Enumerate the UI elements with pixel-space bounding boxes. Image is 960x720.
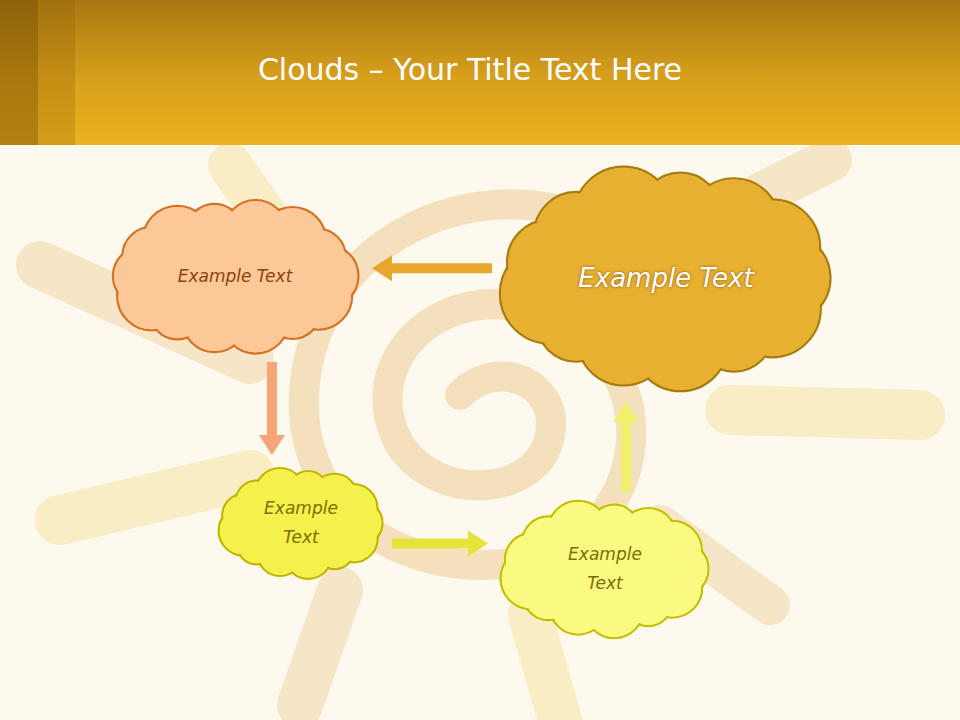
slide-title: Clouds – Your Title Text Here [0,52,940,87]
cloud-text: Example Text [578,256,753,300]
flow-arrow [621,418,631,492]
flow-arrow [392,538,472,548]
cloud-node: Example Text [218,467,384,579]
cloud-shape [218,467,384,579]
header-stripe [0,0,38,145]
flow-arrow [388,263,492,273]
cloud-node: Example Text [500,166,832,390]
cloud-node: Example Text [110,198,360,354]
flow-arrow [267,362,277,439]
cloud-node: Example Text [500,500,710,638]
cloud-text: Example Text [563,540,648,598]
header-stripe [38,0,75,145]
cloud-shape [500,500,710,638]
cloud-text: Example Text [178,262,293,291]
title-text: Clouds – Your Title Text Here [258,52,682,87]
cloud-text: Example Text [259,494,344,552]
